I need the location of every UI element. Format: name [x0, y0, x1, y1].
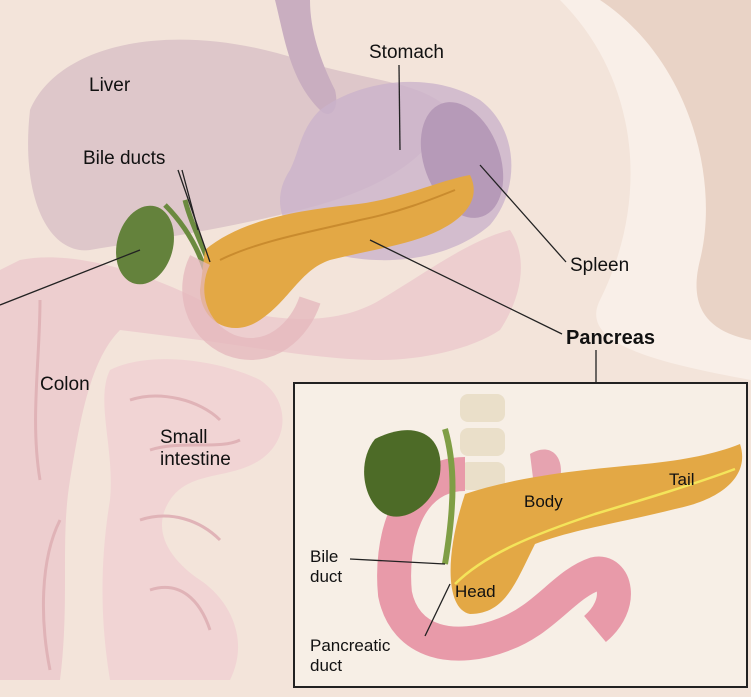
label-spleen: Spleen: [570, 255, 629, 277]
spine-shape: [460, 394, 505, 490]
label-bile-ducts: Bile ducts: [83, 148, 165, 170]
label-inset-body: Body: [524, 492, 563, 512]
label-small-intestine: Small intestine: [160, 427, 260, 471]
label-stomach: Stomach: [369, 42, 444, 64]
label-liver: Liver: [89, 75, 130, 97]
label-colon: Colon: [40, 374, 90, 396]
label-pancreas: Pancreas: [566, 327, 655, 349]
label-inset-bile-duct: Bile duct: [310, 547, 355, 587]
label-inset-pancreatic-duct: Pancreatic duct: [310, 636, 410, 676]
label-inset-head: Head: [455, 582, 496, 602]
label-inset-tail: Tail: [669, 470, 695, 490]
